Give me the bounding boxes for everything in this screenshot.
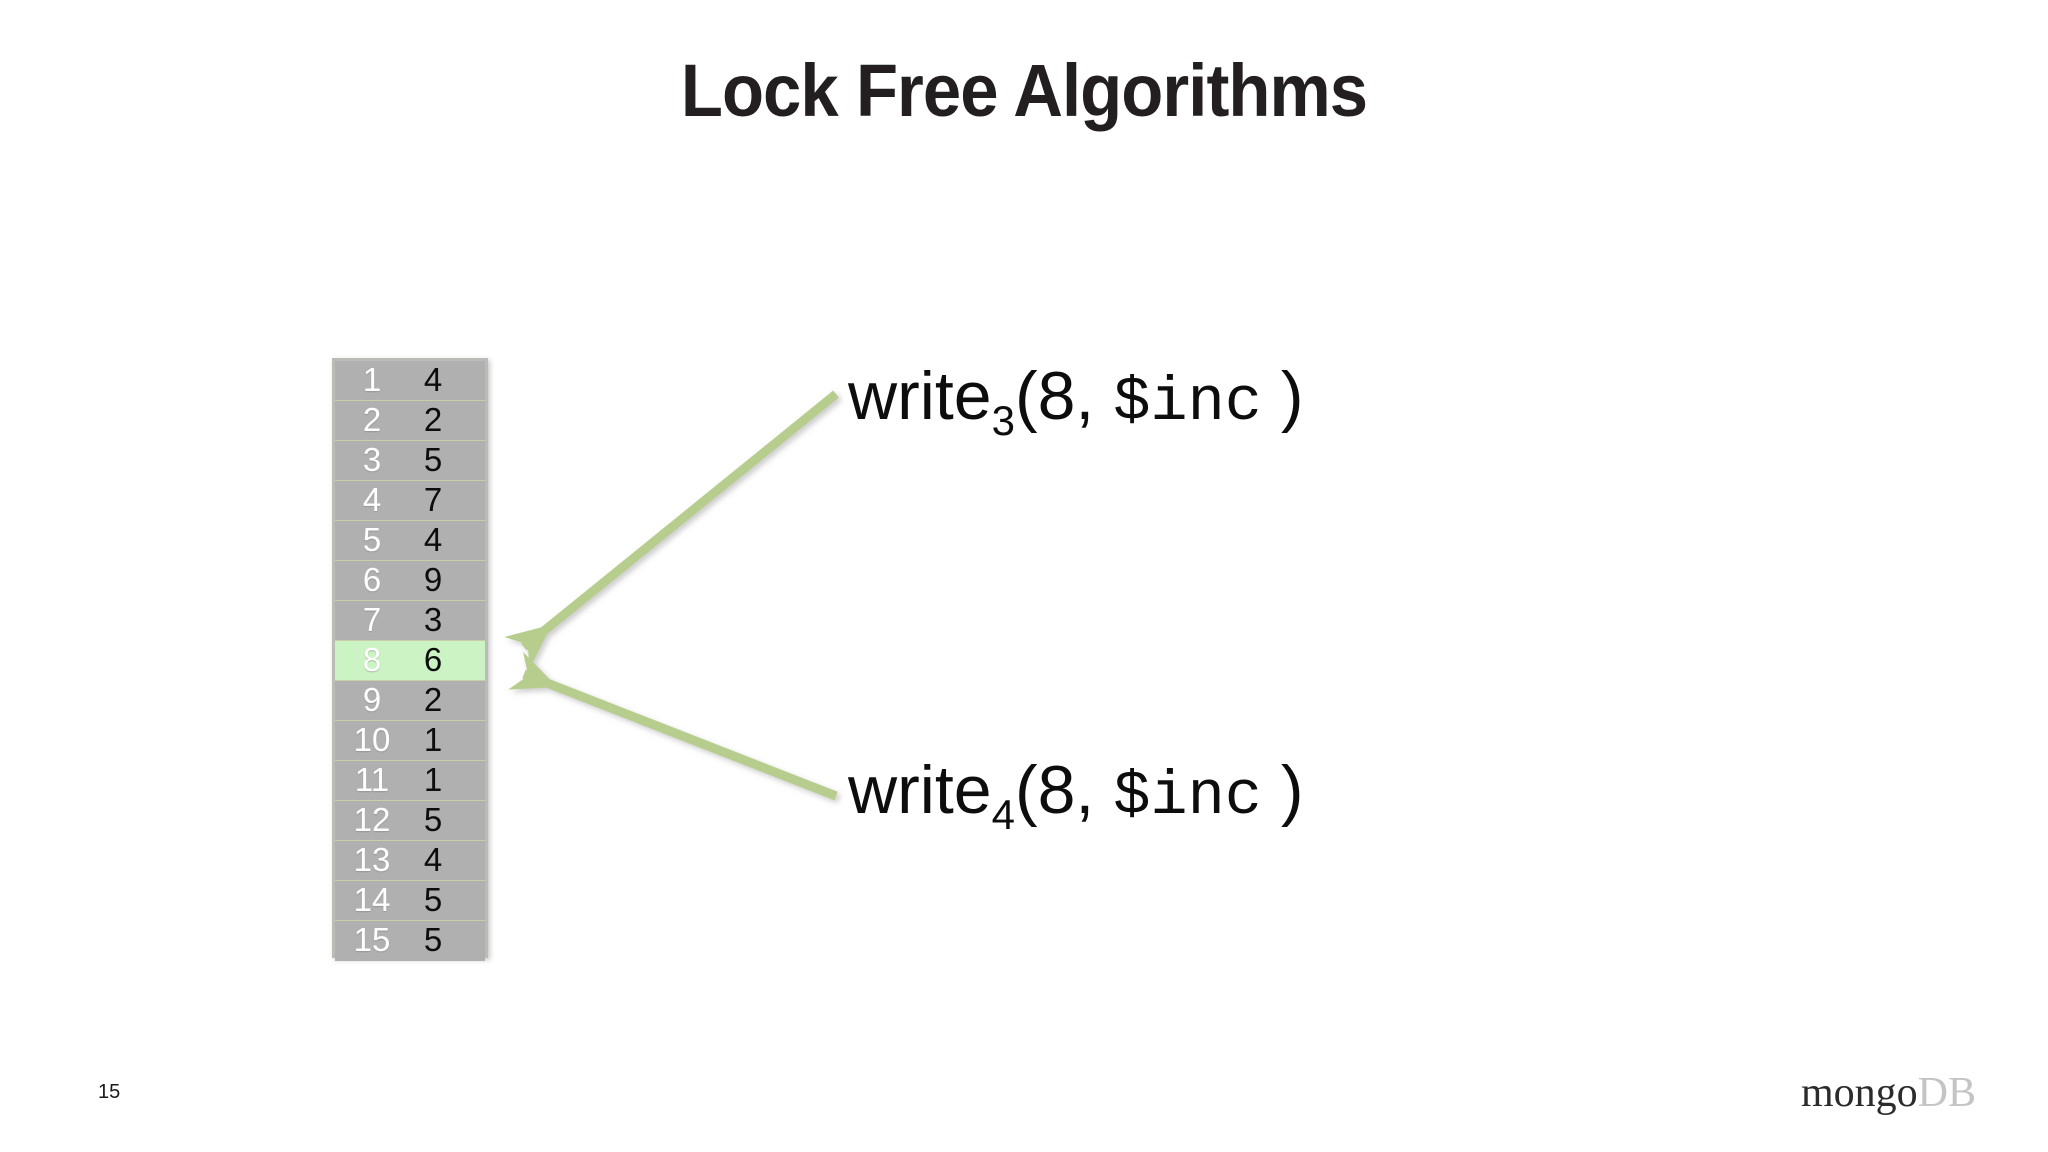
write-call-4-args-open: (8, (1014, 752, 1114, 828)
memory-row-value: 5 (423, 801, 443, 838)
memory-row-value: 2 (423, 401, 443, 438)
write-call-3-args-close: ) (1262, 358, 1304, 434)
memory-row-index: 11 (354, 761, 390, 798)
memory-row-index: 14 (353, 881, 391, 918)
logo-mongo-text: mongo (1800, 1070, 1918, 1116)
memory-row-value: 6 (423, 641, 443, 678)
memory-row-value: 5 (423, 921, 443, 958)
arrow-write3-to-slot8 (504, 390, 839, 669)
logo-db-text: DB (1917, 1070, 1976, 1116)
memory-row-index: 7 (362, 601, 382, 638)
memory-row-index: 12 (353, 801, 391, 838)
write-call-4: write4(8, $inc ) (848, 756, 1304, 836)
arrow-write4-to-slot8 (508, 651, 838, 801)
page-title: Lock Free Algorithms (680, 49, 1368, 132)
memory-row-value: 5 (423, 441, 443, 478)
memory-row-index: 3 (362, 441, 382, 478)
page-number: 15 (98, 1081, 121, 1103)
memory-row-value: 4 (423, 361, 443, 398)
memory-row-index: 6 (362, 561, 382, 598)
mongodb-logo: mongoDB (1801, 1072, 1976, 1114)
write-call-3-args-open: (8, (1014, 358, 1114, 434)
write-call-4-subscript: 4 (991, 791, 1015, 838)
memory-row-value: 1 (423, 721, 443, 758)
write-call-4-args-close: ) (1262, 752, 1304, 828)
memory-row-value: 5 (423, 881, 443, 918)
memory-row-index: 1 (362, 361, 382, 398)
write-call-3-subscript: 3 (991, 397, 1015, 444)
write-call-3: write3(8, $inc ) (848, 362, 1304, 442)
memory-row-value: 4 (423, 841, 443, 878)
memory-row-index: 5 (362, 521, 382, 558)
memory-row-index: 9 (362, 681, 382, 718)
memory-row-value: 2 (423, 681, 443, 718)
memory-row-value: 7 (423, 481, 443, 518)
memory-row-index: 10 (353, 721, 391, 758)
memory-row-value: 9 (423, 561, 443, 598)
write-call-4-operator: $inc (1113, 761, 1263, 832)
memory-row: 12 5 (335, 801, 485, 841)
memory-row: 14 5 (335, 881, 485, 921)
memory-row-value: 4 (423, 521, 443, 558)
write-call-3-operator: $inc (1113, 367, 1263, 438)
memory-row-index: 2 (362, 401, 382, 438)
memory-row-index: 15 (353, 921, 391, 958)
memory-row: 15 5 (335, 921, 485, 961)
memory-row-index: 13 (353, 841, 391, 878)
memory-row-index: 8 (362, 641, 382, 678)
write-call-4-prefix: write (848, 752, 992, 828)
memory-row-index: 4 (362, 481, 382, 518)
write-call-3-prefix: write (848, 358, 992, 434)
memory-row-value: 3 (423, 601, 443, 638)
memory-row: 13 4 (335, 841, 485, 881)
memory-row-value: 1 (423, 761, 443, 798)
memory-row: 10 1 (335, 721, 485, 761)
